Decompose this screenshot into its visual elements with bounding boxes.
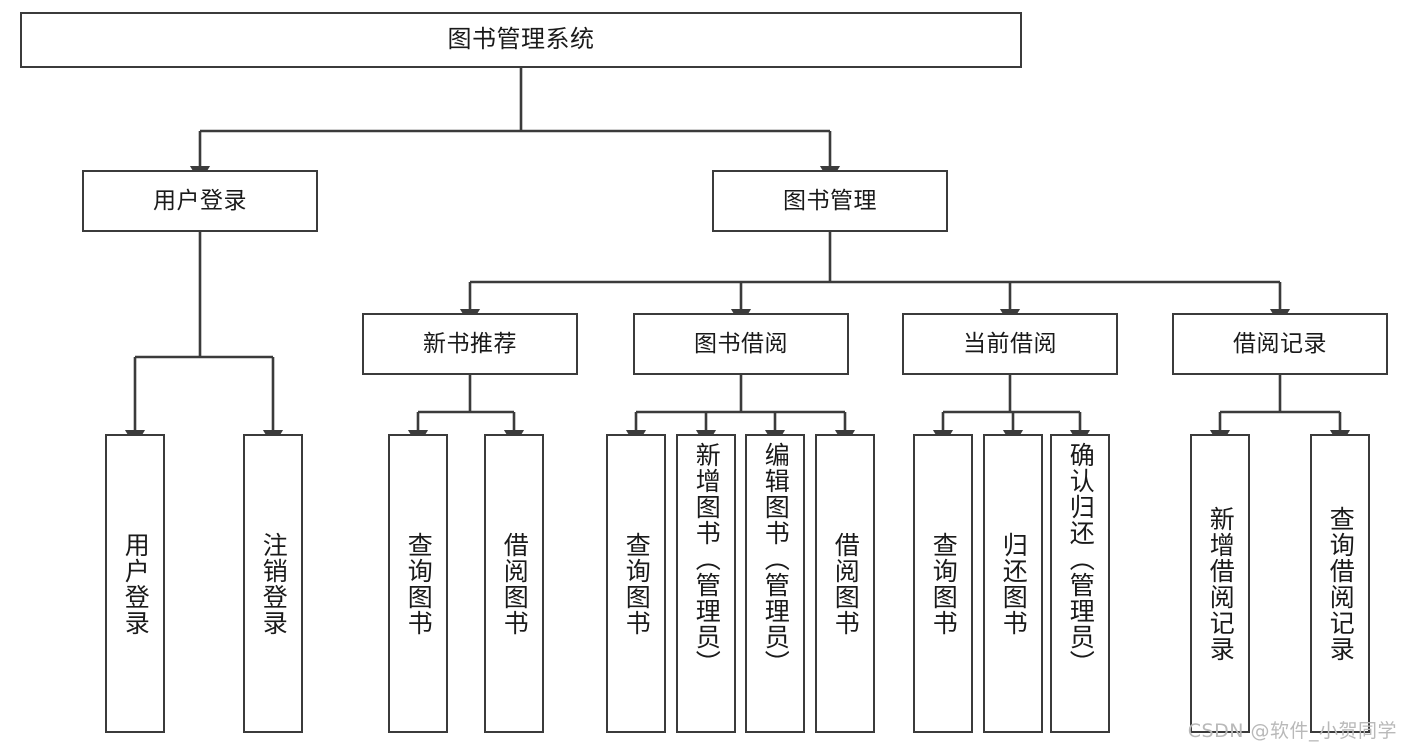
csdn-watermark: CSDN @软件_小贺同学 (1187, 720, 1397, 742)
node-label-leaf-borrow-book-2: 借阅图书 (831, 531, 861, 636)
node-borrow-record[interactable]: 借阅记录 (1172, 313, 1388, 375)
node-label-book-borrow: 图书借阅 (694, 330, 788, 357)
node-label-leaf-user-logout: 注销登录 (259, 531, 289, 636)
node-leaf-query-book-1[interactable]: 查询图书 (388, 434, 448, 733)
node-leaf-query-book-3[interactable]: 查询图书 (913, 434, 973, 733)
node-leaf-query-book-2[interactable]: 查询图书 (606, 434, 666, 733)
node-leaf-return-book[interactable]: 归还图书 (983, 434, 1043, 733)
node-leaf-edit-book[interactable]: 编辑图书（管理员） (745, 434, 805, 733)
node-root[interactable]: 图书管理系统 (20, 12, 1022, 68)
node-label-user-login: 用户登录 (153, 187, 247, 214)
node-leaf-borrow-book-1[interactable]: 借阅图书 (484, 434, 544, 733)
node-leaf-user-logout[interactable]: 注销登录 (243, 434, 303, 733)
node-book-borrow[interactable]: 图书借阅 (633, 313, 849, 375)
node-label-leaf-query-book-1: 查询图书 (404, 531, 434, 636)
node-book-manage[interactable]: 图书管理 (712, 170, 948, 232)
node-label-leaf-borrow-book-1: 借阅图书 (500, 531, 530, 636)
node-leaf-add-record[interactable]: 新增借阅记录 (1190, 434, 1250, 733)
node-leaf-confirm-return[interactable]: 确认归还（管理员） (1050, 434, 1110, 733)
node-label-book-manage: 图书管理 (783, 187, 877, 214)
node-label-leaf-query-book-2: 查询图书 (622, 531, 652, 636)
node-label-borrow-record: 借阅记录 (1233, 330, 1327, 357)
node-label-new-book-rec: 新书推荐 (423, 330, 517, 357)
node-label-current-borrow: 当前借阅 (963, 330, 1057, 357)
node-label-leaf-add-record: 新增借阅记录 (1206, 505, 1236, 662)
node-user-login[interactable]: 用户登录 (82, 170, 318, 232)
node-current-borrow[interactable]: 当前借阅 (902, 313, 1118, 375)
node-leaf-query-record[interactable]: 查询借阅记录 (1310, 434, 1370, 733)
node-label-leaf-user-login: 用户登录 (121, 531, 151, 636)
node-label-leaf-query-record: 查询借阅记录 (1326, 505, 1356, 662)
node-label-root: 图书管理系统 (447, 25, 595, 54)
node-label-leaf-edit-book: 编辑图书（管理员） (761, 442, 791, 676)
node-leaf-borrow-book-2[interactable]: 借阅图书 (815, 434, 875, 733)
node-label-leaf-return-book: 归还图书 (999, 531, 1029, 636)
node-label-leaf-confirm-return: 确认归还（管理员） (1066, 442, 1096, 676)
node-label-leaf-add-book: 新增图书（管理员） (692, 442, 722, 676)
node-label-leaf-query-book-3: 查询图书 (929, 531, 959, 636)
node-leaf-user-login[interactable]: 用户登录 (105, 434, 165, 733)
node-leaf-add-book[interactable]: 新增图书（管理员） (676, 434, 736, 733)
node-new-book-rec[interactable]: 新书推荐 (362, 313, 578, 375)
